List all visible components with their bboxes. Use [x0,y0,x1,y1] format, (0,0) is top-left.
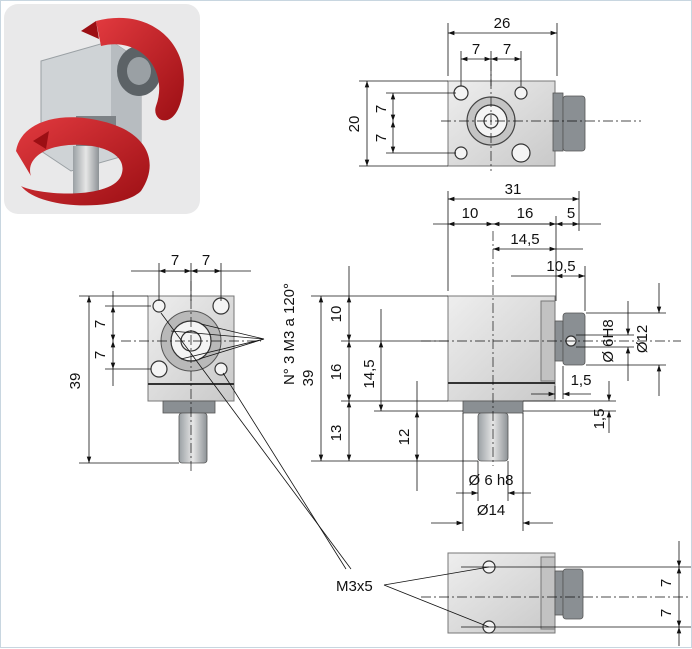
side-right-dim: 5 [567,205,575,222]
bottom-v-lower-dim: 7 [658,609,675,617]
front-pitch-left-dim: 7 [171,252,179,269]
top-pitch-right-dim: 7 [503,41,511,58]
side-middle-dim: 16 [517,205,534,222]
shaft-diameter-dim: Ø 6 h8 [468,472,513,489]
side-left-dim: 10 [462,205,479,222]
side-view: 31 10 16 5 14,5 10,5 Ø 6H8 Ø12 1, [300,181,681,531]
side-height-upper-dim: 10 [328,306,345,323]
bottom-v-upper-dim: 7 [658,579,675,587]
front-v-lower-dim: 7 [92,351,109,359]
bottom-view: 7 7 M3x5 [336,541,691,646]
bore-dim: Ø 6H8 [600,319,617,362]
front-pitch-right-dim: 7 [202,252,210,269]
side-center-offset-dim: 14,5 [510,231,539,248]
top-v-upper-dim: 7 [373,105,390,113]
step-small-dim: 1,5 [571,372,592,389]
side-total-height-dim: 39 [300,370,317,387]
top-height-dim: 20 [346,116,363,133]
front-view: 7 7 7 7 39 N° 3 M3 a 120° [67,252,352,570]
product-thumbnail [4,4,200,214]
top-width-dim: 26 [494,15,511,32]
boss-diameter-dim: Ø12 [634,325,651,353]
side-center-height-dim: 14,5 [361,359,378,388]
front-v-upper-dim: 7 [92,320,109,328]
side-lower-dim: 13 [328,425,345,442]
top-view: 26 7 7 20 7 7 [346,15,641,171]
mounting-holes-note: N° 3 M3 a 120° [281,283,298,385]
side-total-width-dim: 31 [505,181,522,198]
side-flange-dim: 10,5 [546,258,575,275]
top-pitch-left-dim: 7 [472,41,480,58]
top-v-lower-dim: 7 [373,134,390,142]
front-total-height-dim: 39 [67,373,84,390]
side-shaft-length-dim: 12 [396,429,413,446]
side-height-middle-dim: 16 [328,364,345,381]
thread-label: M3x5 [336,578,373,595]
step-vertical-dim: 1,5 [591,409,608,430]
hub-diameter-dim: Ø14 [477,502,505,519]
